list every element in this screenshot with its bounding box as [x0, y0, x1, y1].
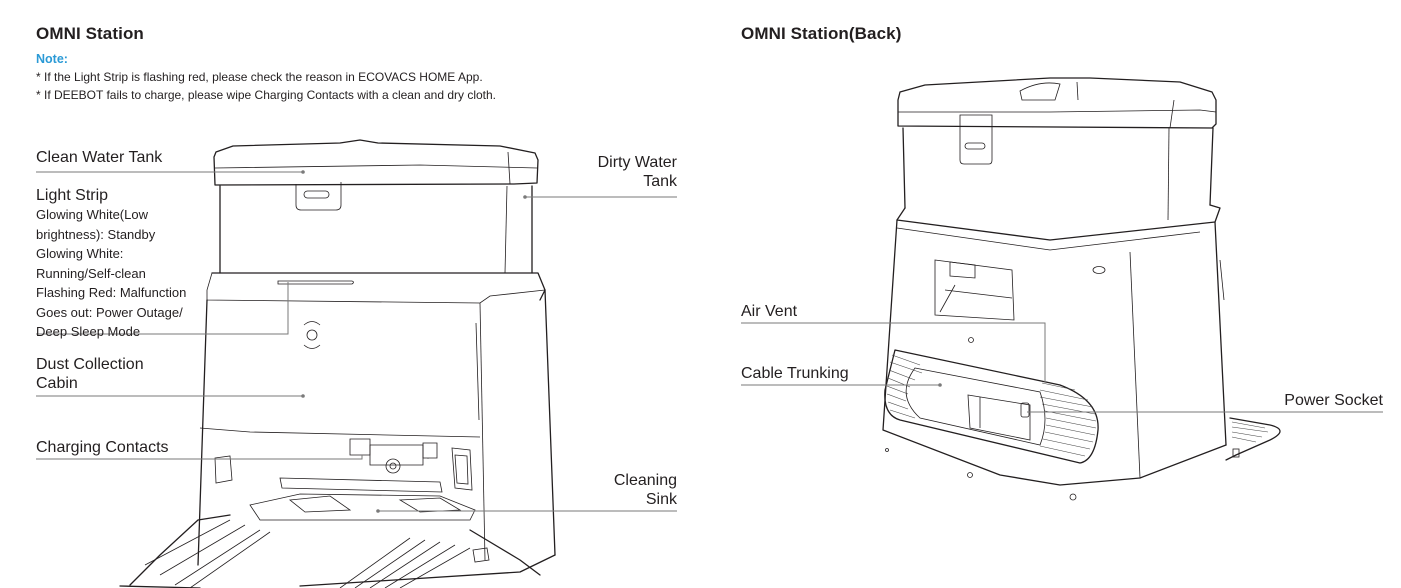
- light-strip-state: Flashing Red: Malfunction: [36, 285, 187, 300]
- dirty-tank-line: Tank: [643, 173, 677, 190]
- clean-water-tank-lid: [213, 139, 539, 186]
- air-vent-grille-left: [886, 354, 923, 419]
- tank-latch: [295, 182, 342, 211]
- label-air-vent: Air Vent: [741, 303, 798, 320]
- light-strip-state: Running/Self-clean: [36, 265, 146, 281]
- light-strip-state: Deep Sleep Mode: [36, 324, 141, 339]
- dirty-tank-line: Dirty Water: [597, 154, 677, 171]
- light-strip-state: Glowing White:: [36, 246, 124, 261]
- label-dust-collection-cabin: Dust Collection Cabin: [36, 355, 144, 393]
- base-top: [211, 272, 546, 301]
- body-left-edge: [197, 299, 208, 566]
- front-section-title: OMNI Station: [36, 24, 144, 43]
- back-base-body: [882, 219, 1227, 486]
- leader-charging-contacts: [36, 455, 363, 460]
- note-light-strip: * If the Light Strip is flashing red, pl…: [36, 70, 483, 84]
- note-label: Note:: [36, 52, 68, 66]
- light-strip-state: Goes out: Power Outage/: [36, 304, 183, 320]
- light-strip-state: Glowing White(Low: [36, 207, 148, 222]
- label-clean-water-tank: Clean Water Tank: [36, 149, 163, 166]
- leader-light-strip: [36, 282, 289, 335]
- power-socket: [1020, 402, 1030, 418]
- dust-cabin-line: Dust Collection: [36, 356, 144, 373]
- label-light-strip: Light Strip Glowing White(Low brightness…: [36, 186, 186, 342]
- note-charging: * If DEEBOT fails to charge, please wipe…: [36, 88, 497, 102]
- label-dirty-water-tank: Dirty Water Tank: [560, 153, 677, 191]
- label-cable-trunking: Cable Trunking: [741, 365, 849, 382]
- air-vent-panel: [884, 349, 1099, 464]
- back-tank-latch: [959, 114, 993, 165]
- cable-trunking: [905, 367, 1046, 446]
- light-strip-state: brightness): Standby: [36, 226, 156, 242]
- leader-air-vent: [741, 322, 1046, 382]
- cleaning-sink: [249, 493, 476, 521]
- back-tank-lid: [897, 77, 1217, 129]
- air-vent-grille-right: [1039, 382, 1097, 457]
- ecovacs-logo-icon: [303, 321, 321, 349]
- dust-cabin-line: Cabin: [36, 375, 78, 392]
- label-power-socket: Power Socket: [1284, 392, 1383, 409]
- light-strip-title: Light Strip: [36, 187, 109, 204]
- ramp: [129, 514, 541, 586]
- back-ramp: [1225, 417, 1281, 461]
- label-charging-contacts: Charging Contacts: [36, 439, 169, 456]
- cleaning-sink-line: Sink: [645, 491, 677, 508]
- light-strip: [277, 280, 354, 285]
- label-cleaning-sink: Cleaning Sink: [560, 471, 677, 509]
- cleaning-sink-line: Cleaning: [613, 472, 677, 489]
- water-tank-body: [219, 185, 533, 274]
- back-section-title: OMNI Station(Back): [741, 24, 902, 43]
- back-upper-port: [934, 259, 1015, 321]
